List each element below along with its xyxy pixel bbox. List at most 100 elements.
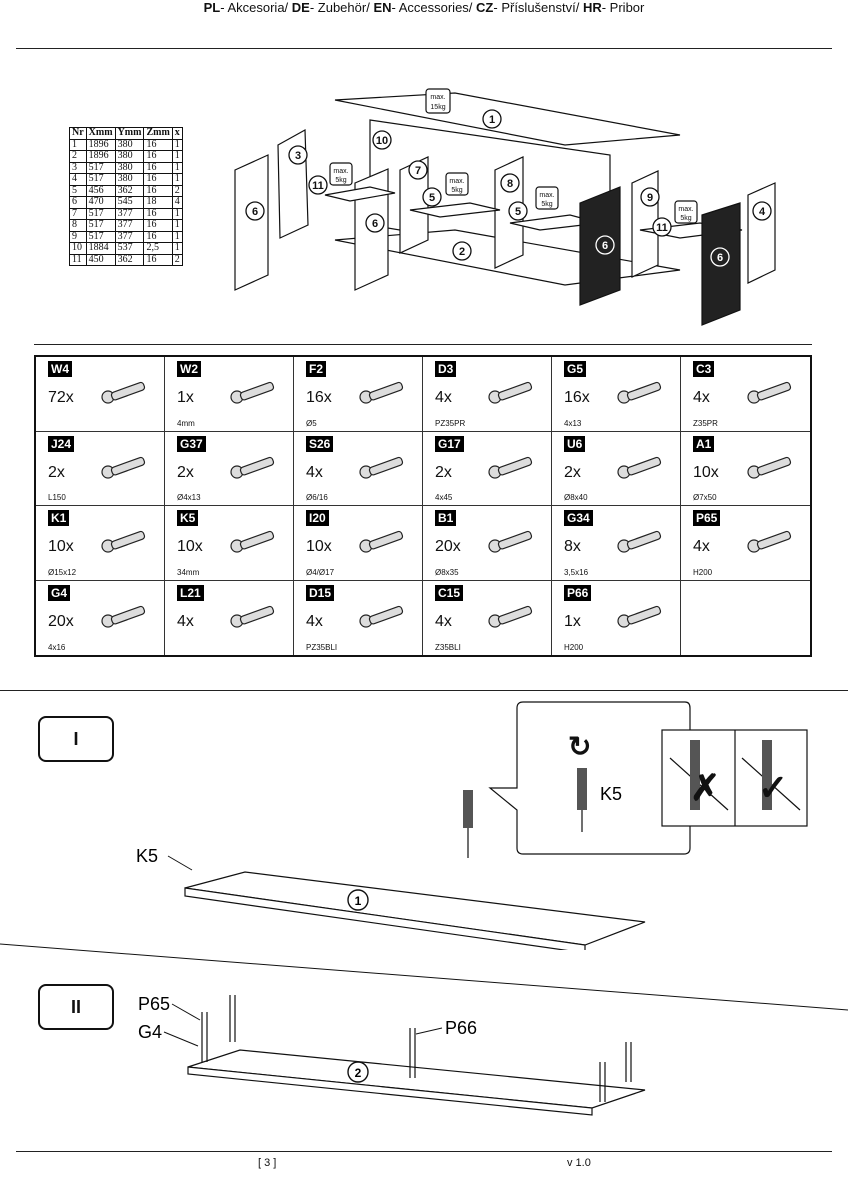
weight-5kg-label: 5kg	[451, 187, 462, 194]
part-number-label: 5	[429, 192, 435, 204]
table-cell: 1	[171, 207, 183, 220]
step-2-label: II	[38, 984, 114, 1030]
table-cell: 2	[171, 253, 183, 266]
hardware-part-icon	[230, 381, 275, 404]
section-divider	[0, 690, 848, 691]
k5-callout: K5	[136, 846, 158, 866]
lang-code-hr: HR	[582, 0, 602, 15]
hardware-quantity: 8x	[564, 538, 581, 555]
table-header: Ymm	[114, 127, 145, 140]
table-cell: 16	[143, 219, 173, 232]
hardware-quantity: 4x	[435, 389, 452, 406]
table-cell: 1	[171, 173, 183, 186]
hardware-part-icon	[101, 456, 146, 479]
part-callout-circle	[500, 173, 520, 193]
hardware-code: G4	[48, 584, 71, 601]
weight-max-label: max.	[333, 168, 348, 175]
hardware-part-icon	[359, 605, 404, 628]
hardware-quantity: 2x	[435, 463, 452, 481]
hardware-quantity: 72x	[48, 389, 74, 406]
part-callout-circle	[452, 241, 472, 261]
hardware-part-icon	[359, 530, 404, 553]
table-cell: 377	[114, 219, 145, 232]
table-cell: 456	[85, 184, 116, 197]
hardware-quantity: 10x	[48, 538, 74, 555]
hardware-part-icon	[747, 381, 792, 404]
g4-callout: G4	[138, 1022, 162, 1042]
hardware-size: H200	[693, 567, 713, 577]
hardware-size: Ø5	[306, 418, 317, 428]
table-cell: 517	[85, 219, 116, 232]
hardware-code: C15	[435, 584, 464, 601]
table-cell: 1	[69, 138, 87, 151]
hardware-size: Ø4x13	[177, 493, 201, 502]
part-callout-circle	[308, 175, 328, 195]
hardware-quantity: 10x	[177, 538, 203, 555]
hardware-size: PZ35PR	[435, 418, 466, 428]
part-number-label: 6	[602, 240, 608, 252]
table-cell: 18	[143, 196, 173, 209]
hardware-quantity: 1x	[177, 389, 194, 406]
weight-5kg-label: 5kg	[335, 177, 346, 184]
part-number-label: 1	[489, 114, 495, 126]
hardware-code: J24	[48, 435, 75, 452]
hardware-code: L21	[177, 584, 204, 601]
step-2-diagram: 2 P65 G4 P66	[138, 994, 646, 1116]
hardware-code: G17	[435, 435, 464, 452]
hardware-code: D3	[435, 361, 457, 377]
check-mark-icon: ✓	[758, 767, 788, 808]
part-1-callout: 1	[355, 894, 362, 908]
table-cell: 2	[171, 184, 183, 197]
table-cell: 16	[143, 150, 173, 163]
hardware-part-icon	[359, 381, 404, 404]
weight-5kg-label: 5kg	[541, 201, 552, 208]
lang-text-cz: - Příslušenství/	[493, 0, 583, 15]
part-callout-circle	[752, 201, 772, 221]
table-cell: 1	[171, 138, 183, 151]
lang-text-hr: - Pribor	[601, 0, 645, 15]
table-cell: 1	[171, 161, 183, 174]
lang-text-de: - Zubehör/	[309, 0, 374, 15]
table-cell: 1	[171, 242, 183, 255]
part-number-label: 6	[252, 206, 258, 218]
hardware-code: D15	[306, 584, 335, 601]
hardware-code: A1	[693, 435, 715, 452]
table-cell: 380	[114, 150, 145, 163]
table-cell: 545	[114, 196, 145, 209]
hardware-quantity: 2x	[564, 463, 581, 481]
lang-text-pl: - Akcesoria/	[220, 0, 292, 15]
rotate-icon: ↻	[568, 731, 591, 762]
hardware-part-icon	[359, 456, 404, 479]
part-callout-circle	[482, 109, 502, 129]
hardware-part-icon	[617, 605, 662, 628]
hardware-code: G5	[564, 361, 587, 377]
step-1-label: I	[38, 716, 114, 762]
part-number-label: 6	[372, 218, 378, 230]
hardware-quantity: 20x	[435, 538, 461, 555]
hardware-code: P65	[693, 510, 721, 526]
weight-5kg-label: 5kg	[680, 215, 691, 222]
table-cell: 470	[85, 196, 116, 209]
part-callout-circle	[710, 247, 730, 267]
hardware-part-icon	[488, 381, 533, 404]
hardware-quantity: 16x	[564, 389, 590, 406]
hardware-code: S26	[306, 435, 334, 452]
